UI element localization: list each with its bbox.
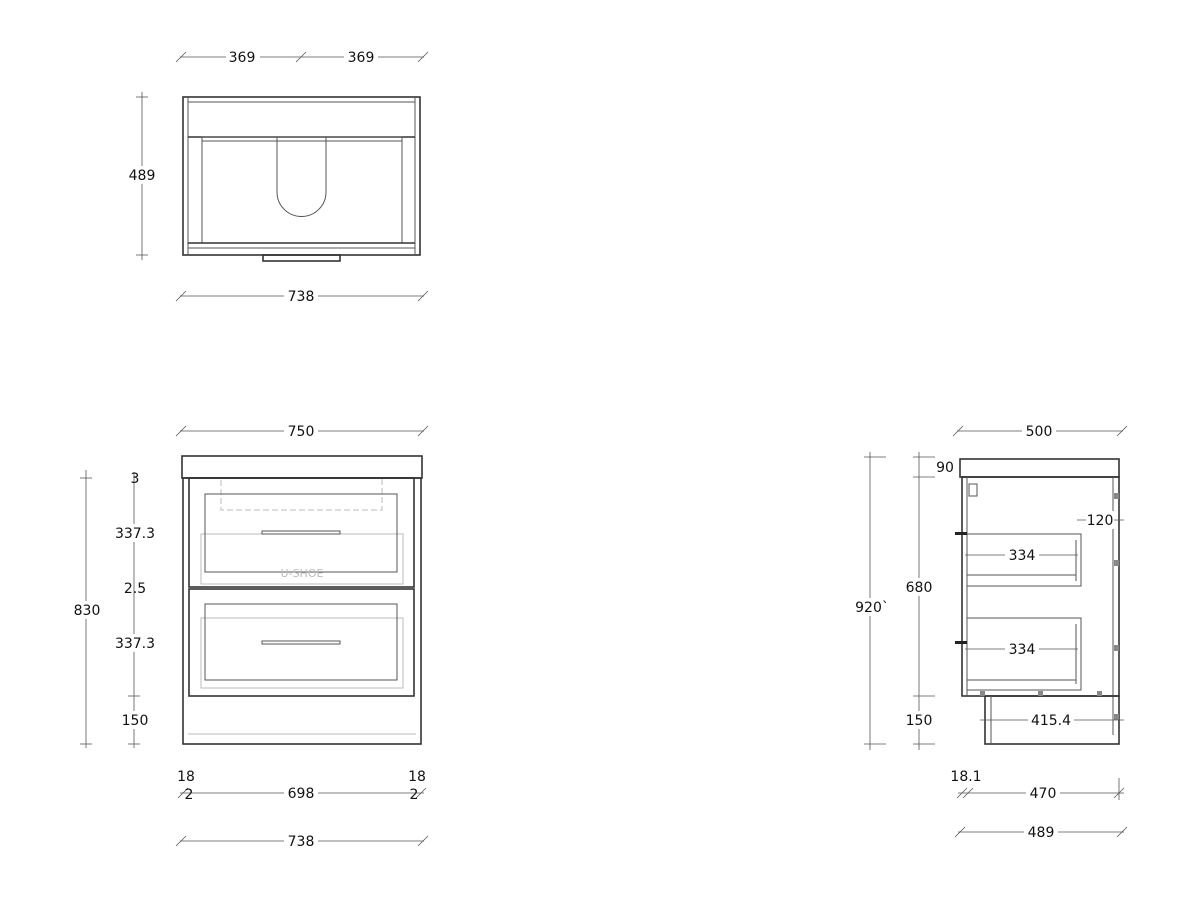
drawer-handle-bottom bbox=[261, 640, 341, 645]
dim-front-inner-width: 698 bbox=[288, 786, 315, 802]
dim-side-plinth-depth: 415.4 bbox=[1031, 713, 1071, 729]
dim-front-side-left-gap: 2 bbox=[185, 787, 194, 803]
side-drawer-bottom bbox=[966, 617, 1082, 691]
side-view: 500 920` 90 680 150 334 334 120 415.4 18… bbox=[854, 422, 1128, 841]
dim-side-door-thickness: 18.1 bbox=[950, 769, 981, 785]
plan-inner-box bbox=[201, 136, 403, 244]
watermark-text: U-SHOE bbox=[281, 567, 324, 580]
front-carcass bbox=[182, 477, 422, 745]
dim-front-drawer-top: 337.3 bbox=[115, 526, 155, 542]
dim-plan-half-left: 369 bbox=[229, 50, 256, 66]
dim-side-carcass-depth: 470 bbox=[1030, 786, 1057, 802]
dim-front-base-width: 738 bbox=[288, 834, 315, 850]
drawer-front-top bbox=[188, 477, 415, 588]
drawer-handle-top bbox=[261, 530, 341, 535]
dim-front-total-height: 830 bbox=[74, 603, 101, 619]
plan-view: 369 369 489 738 bbox=[126, 48, 429, 305]
plan-waste-cutout bbox=[276, 137, 327, 217]
dim-front-side-right: 18 bbox=[408, 769, 426, 785]
plan-outline bbox=[182, 96, 421, 256]
dim-side-top-depth: 500 bbox=[1026, 424, 1053, 440]
side-top-slab bbox=[959, 458, 1120, 478]
drawer-front-bottom bbox=[188, 588, 415, 697]
dim-side-plinth: 150 bbox=[906, 713, 933, 729]
dim-front-plinth: 150 bbox=[122, 713, 149, 729]
side-drawer-top bbox=[966, 533, 1082, 587]
dim-side-overall-depth: 489 bbox=[1028, 825, 1055, 841]
dim-side-drawer-bottom-depth: 334 bbox=[1009, 642, 1036, 658]
dim-front-gap-top: 3 bbox=[131, 471, 140, 487]
dim-plan-half-right: 369 bbox=[348, 50, 375, 66]
dim-side-total-height: 920` bbox=[855, 600, 889, 616]
plan-handle bbox=[262, 254, 341, 262]
front-view: U-SHOE 750 830 3 337.3 2.5 337.3 150 18 … bbox=[70, 422, 429, 850]
dim-plan-depth: 489 bbox=[129, 168, 156, 184]
dim-front-gap-mid: 2.5 bbox=[124, 581, 146, 597]
dim-front-drawer-bottom: 337.3 bbox=[115, 636, 155, 652]
dim-side-rear-gap: 120 bbox=[1087, 513, 1114, 529]
dim-side-carcass-height: 680 bbox=[906, 580, 933, 596]
dim-plan-width: 738 bbox=[288, 289, 315, 305]
dim-front-side-right-gap: 2 bbox=[410, 787, 419, 803]
front-top-slab bbox=[181, 455, 423, 479]
dim-front-side-left: 18 bbox=[177, 769, 195, 785]
dim-front-top-width: 750 bbox=[288, 424, 315, 440]
side-handle-bottom bbox=[955, 641, 967, 644]
dim-side-drawer-top-depth: 334 bbox=[1009, 548, 1036, 564]
dim-side-top-thickness: 90 bbox=[936, 460, 954, 476]
side-handle-top bbox=[955, 532, 967, 535]
